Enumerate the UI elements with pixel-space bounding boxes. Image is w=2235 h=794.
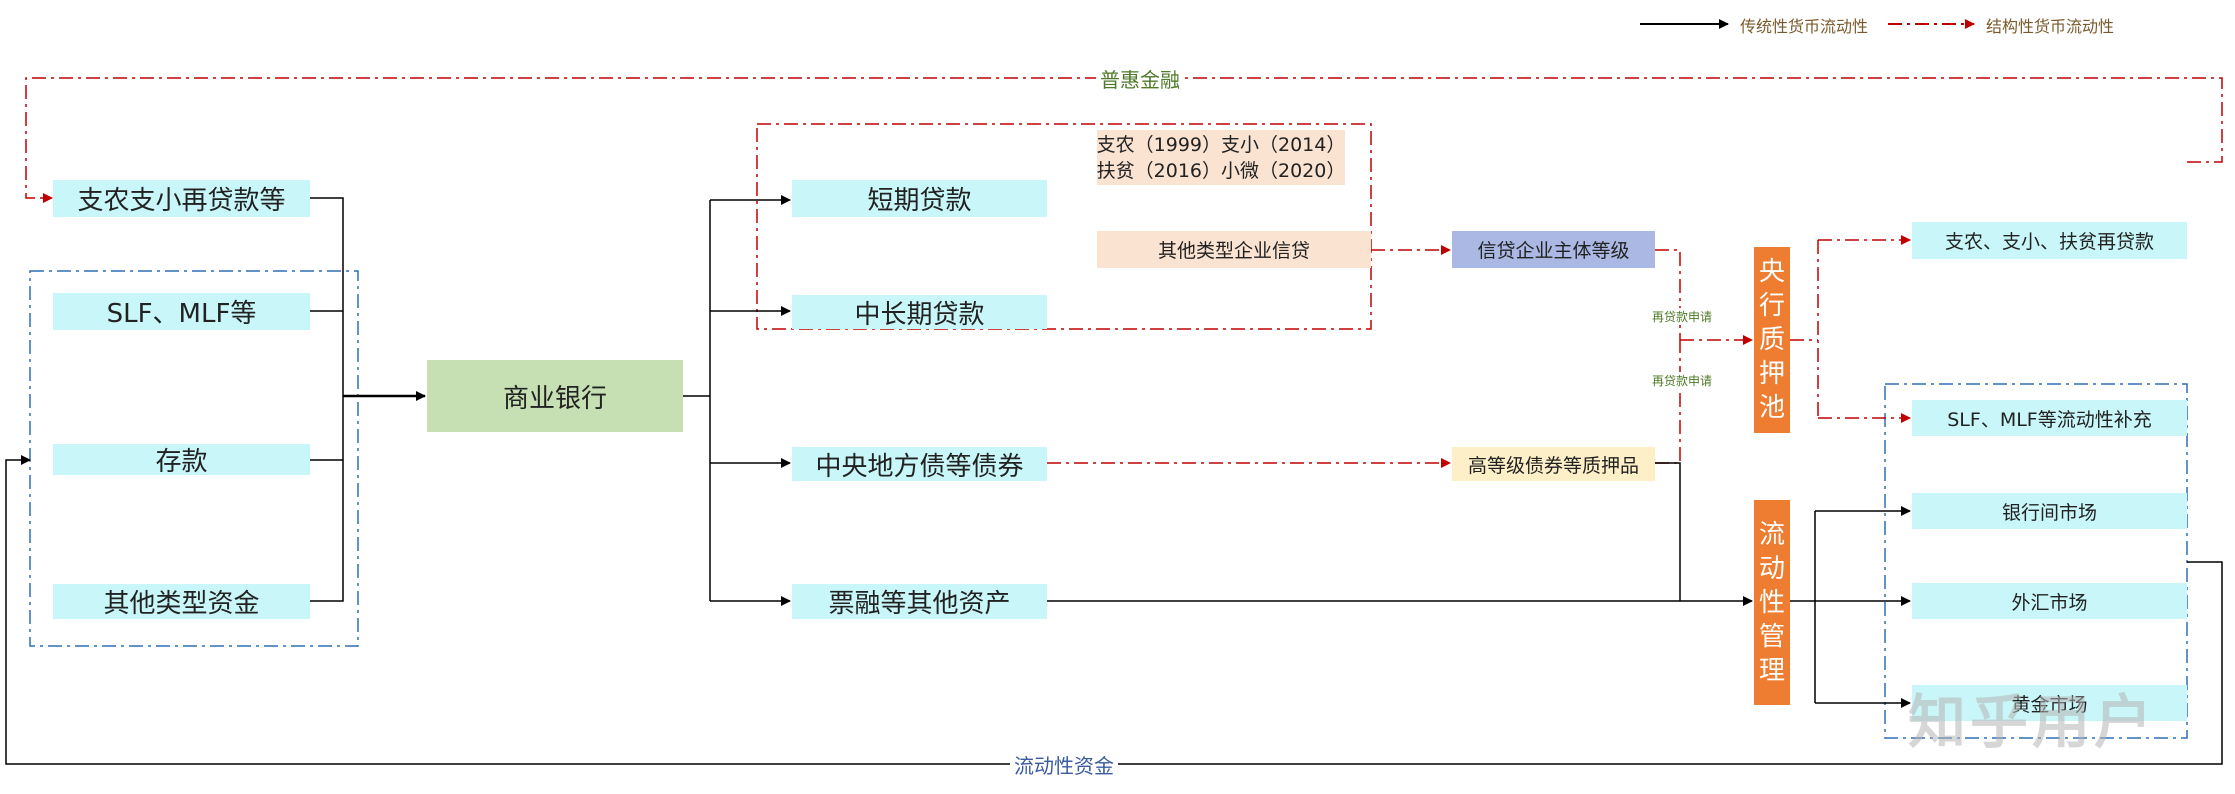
collateral-to-pool: [1655, 340, 1681, 464]
output-forex-market: 外汇市场: [1912, 583, 2187, 619]
output-relending: 支农、支小、扶贫再贷款: [1912, 222, 2187, 259]
output-interbank-market: 银行间市场: [1912, 493, 2187, 529]
output-slf-supplement: SLF、MLF等流动性补充: [1912, 400, 2187, 436]
mgmt-char-5: 理: [1758, 655, 1785, 686]
mgmt-char-1: 流: [1758, 519, 1785, 550]
legend-traditional-label: 传统性货币流动性: [1740, 17, 1869, 36]
pool-char-1: 央: [1758, 257, 1785, 287]
bottom-liquidity-loop: [5, 455, 2223, 765]
liquidity-management: 流 动 性 管 理: [1754, 500, 1790, 705]
asset-long-loan: 中长期贷款: [792, 295, 1047, 330]
asset-short-loan: 短期贷款: [792, 180, 1047, 217]
src-deposit-connector: [310, 396, 344, 461]
source-deposit: 存款: [53, 444, 310, 477]
mgmt-char-3: 性: [1758, 587, 1785, 618]
collateral-box: 高等级债券等质押品: [1452, 447, 1655, 481]
source-other-funds: 其他类型资金: [53, 584, 310, 619]
zhihu-watermark: 知乎用户: [1908, 688, 2157, 756]
credit-rating-box: 信贷企业主体等级: [1452, 231, 1655, 268]
src-other-connector: [310, 460, 344, 602]
policy-history-note: 支农（1999）支小（2014） 扶贫（2016）小微（2020）: [1097, 130, 1345, 185]
policy-line-1: 支农（1999）支小（2014）: [1096, 133, 1346, 156]
asset-bonds: 中央地方债等债券: [792, 447, 1047, 482]
output-gold-market: 黄金市场: [1912, 685, 2187, 721]
central-bank-collateral-pool: 央 行 质 押 池: [1754, 247, 1790, 433]
policy-line-2: 扶贫（2016）小微（2020）: [1096, 159, 1346, 182]
loans-group-outline: [756, 123, 1372, 330]
rating-to-pool: [1655, 249, 1681, 340]
mgmt-char-2: 动: [1758, 553, 1785, 584]
other-enterprise-credit: 其他类型企业信贷: [1097, 231, 1371, 268]
source-zhinong: 支农支小再贷款等: [53, 180, 310, 217]
legend-structural-label: 结构性货币流动性: [1986, 17, 2115, 36]
inclusive-finance-label: 普惠金融: [1096, 64, 1184, 93]
asset-bills: 票融等其他资产: [792, 584, 1047, 619]
outputs-group-outline: [1884, 383, 2188, 739]
pool-char-4: 押: [1758, 359, 1785, 389]
src-zhinong-connector: [310, 197, 344, 396]
source-slf-mlf: SLF、MLF等: [53, 293, 310, 330]
pool-char-2: 行: [1758, 291, 1785, 321]
refinance-apply-label-2: 再贷款申请: [1650, 372, 1715, 389]
pool-char-5: 池: [1758, 393, 1785, 423]
commercial-bank: 商业银行: [427, 360, 683, 432]
pool-char-3: 质: [1758, 325, 1785, 355]
collateral-to-mgmt: [1655, 462, 1681, 601]
mgmt-char-4: 管: [1758, 621, 1785, 652]
refinance-apply-label-1: 再贷款申请: [1650, 308, 1715, 325]
liquidity-funds-label: 流动性资金: [1010, 750, 1118, 779]
